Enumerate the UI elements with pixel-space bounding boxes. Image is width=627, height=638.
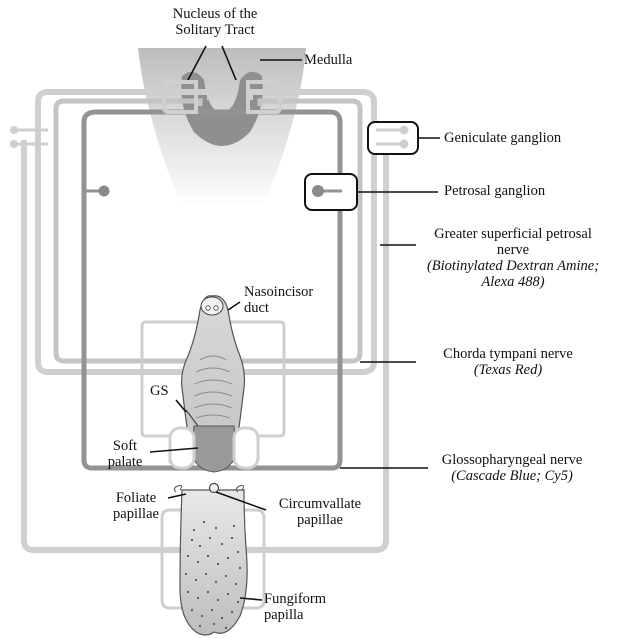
label-nts-line1: Nucleus of the [150,6,280,22]
label-soft-palate: Soft palate [100,438,150,470]
label-soft-line2: palate [100,454,150,470]
geniculate-node-b [400,140,409,149]
label-gsp-tracer1: (Biotinylated Dextran Amine; [404,258,622,274]
label-glossopharyngeal-nerve: Glossopharyngeal nerve (Cascade Blue; Cy… [422,452,602,484]
label-medulla: Medulla [304,52,352,68]
nasoincisor-opening-right [214,306,218,310]
label-fungi-line2: papilla [264,607,326,623]
label-nts-line2: Solitary Tract [150,22,280,38]
label-chorda-name: Chorda tympani nerve [418,346,598,362]
label-fungiform-papilla: Fungiform papilla [264,591,326,623]
label-soft-line1: Soft [100,438,150,454]
label-nucleus-solitary-tract: Nucleus of the Solitary Tract [150,6,280,38]
label-fungi-line1: Fungiform [264,591,326,607]
nasoincisor-duct-shape [201,297,223,315]
label-gsp-line2: nerve [404,242,622,258]
label-nasoincisor-line1: Nasoincisor [244,284,313,300]
label-circumvallate-papillae: Circumvallate papillae [264,496,376,528]
petrosal-node [312,185,324,197]
nasoincisor-opening-left [206,306,210,310]
label-gs: GS [150,383,169,399]
label-greater-superficial-petrosal-nerve: Greater superficial petrosal nerve (Biot… [404,226,622,290]
left-node-lower [10,140,18,148]
label-glosso-tracer: (Cascade Blue; Cy5) [422,468,602,484]
geniculate-ganglion-box [368,122,418,154]
label-chorda-tracer: (Texas Red) [418,362,598,378]
soft-palate-shape [192,426,236,472]
foliate-papillae-left [174,486,181,493]
label-nasoincisor-line2: duct [244,300,313,316]
label-gsp-tracer2: Alexa 488) [404,274,622,290]
tongue-shape [180,490,247,635]
label-foliate-papillae: Foliate papillae [104,490,168,522]
left-dark-node [99,186,110,197]
label-petrosal-ganglion: Petrosal ganglion [444,183,545,199]
label-glosso-name: Glossopharyngeal nerve [422,452,602,468]
label-circum-line1: Circumvallate [264,496,376,512]
soft-palate-pad-right [234,428,258,468]
label-foliate-line1: Foliate [104,490,168,506]
geniculate-node-a [400,126,409,135]
label-chorda-tympani-nerve: Chorda tympani nerve (Texas Red) [418,346,598,378]
left-node-upper [10,126,18,134]
circumvallate-papilla-shape [210,484,219,493]
label-nasoincisor-duct: Nasoincisor duct [244,284,313,316]
label-geniculate-ganglion: Geniculate ganglion [444,130,561,146]
label-gsp-line1: Greater superficial petrosal [404,226,622,242]
label-circum-line2: papillae [264,512,376,528]
label-foliate-line2: papillae [104,506,168,522]
